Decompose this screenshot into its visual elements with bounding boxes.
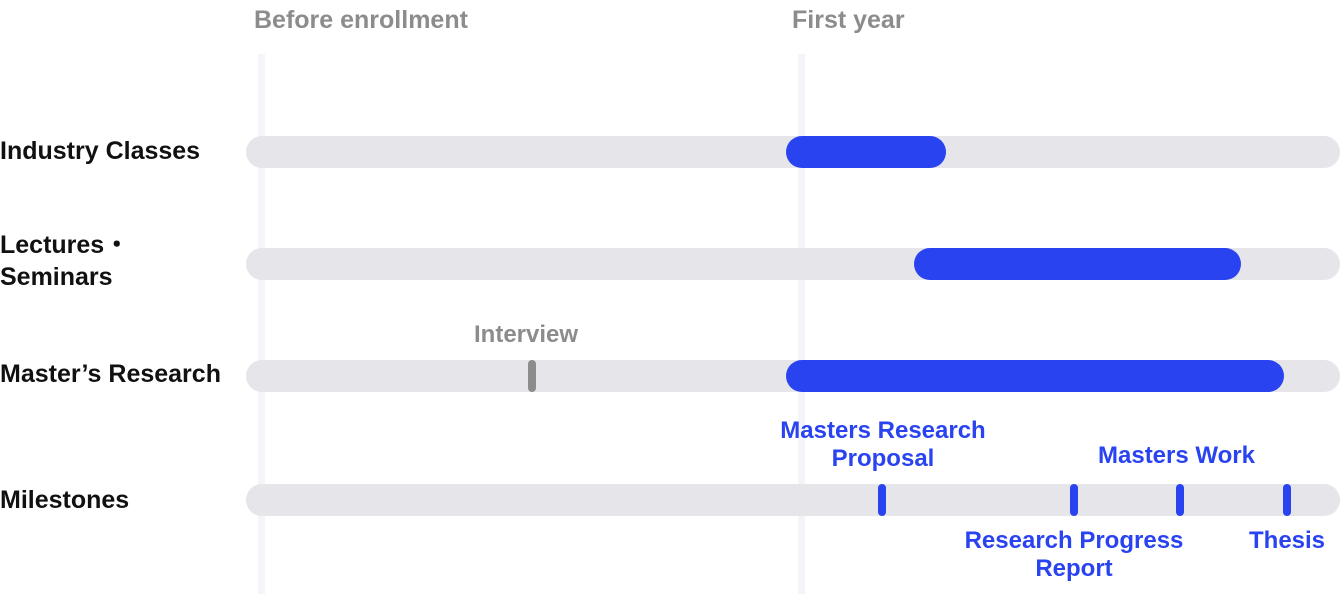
annotation-masters-work: Masters Work — [1098, 442, 1255, 469]
annotation-interview: Interview — [474, 321, 579, 348]
bar-lectures-seminars — [914, 248, 1241, 280]
row-label-industry-classes: Industry Classes — [0, 137, 201, 165]
row-label-lectures-seminars-line2: Seminars — [0, 263, 113, 291]
annotation-research-progress-report-line1: Research Progress — [964, 527, 1184, 554]
marker-thesis — [1283, 484, 1291, 516]
annotation-masters-research-proposal-line2: Proposal — [831, 445, 935, 472]
annotation-research-progress-report-line2: Report — [1035, 555, 1113, 582]
row-label-lectures-seminars: Lectures・ Seminars — [0, 229, 129, 293]
annotation-research-progress-report: Research Progress Report — [962, 527, 1186, 583]
marker-masters-research-proposal — [878, 484, 886, 516]
bar-industry-classes — [786, 136, 946, 168]
guide-line-before-enrollment — [258, 54, 265, 594]
phase-label-first-year: First year — [792, 6, 905, 34]
annotation-masters-research-proposal: Masters Research Proposal — [778, 417, 988, 473]
phase-label-before-enrollment: Before enrollment — [254, 6, 468, 34]
annotation-masters-research-proposal-line1: Masters Research — [780, 417, 986, 444]
marker-interview — [528, 360, 536, 392]
guide-line-first-year — [798, 54, 805, 594]
row-label-milestones: Milestones — [0, 486, 130, 514]
marker-research-progress-report — [1070, 484, 1078, 516]
bar-masters-research — [786, 360, 1284, 392]
row-label-masters-research: Master’s Research — [0, 360, 221, 388]
annotation-thesis: Thesis — [1249, 527, 1326, 554]
row-label-lectures-seminars-line1: Lectures・ — [0, 231, 130, 259]
marker-masters-work — [1176, 484, 1184, 516]
track-milestones — [246, 484, 1340, 516]
